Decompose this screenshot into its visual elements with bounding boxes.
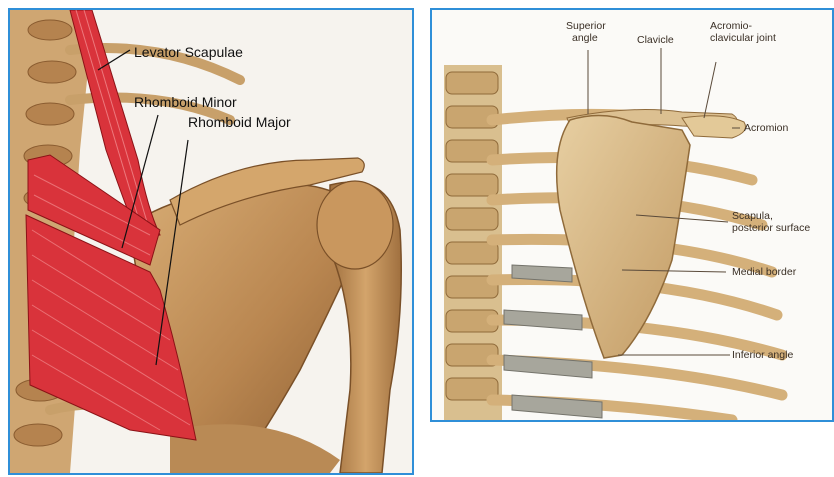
lower-bone [170,424,340,473]
rhomboid-illustration [10,10,412,473]
label-inferior-angle: Inferior angle [732,349,793,361]
label-rhomboid-minor: Rhomboid Minor [134,94,237,110]
label-rhomboid-major: Rhomboid Major [188,114,291,130]
scapula-illustration-panel: Superior angle Clavicle Acromio- clavicu… [430,8,834,422]
label-levator-scapulae: Levator Scapulae [134,44,243,60]
label-medial-border: Medial border [732,266,796,278]
label-scapula-line2: posterior surface [732,222,810,234]
rhomboid-illustration-panel: Levator Scapulae Rhomboid Minor Rhomboid… [8,8,414,475]
label-superior-angle-line1: Superior [566,20,606,32]
label-superior-angle-line2: angle [572,32,598,44]
label-acromioclavicular-line1: Acromio- [710,20,752,32]
label-acromioclavicular-line2: clavicular joint [710,32,776,44]
label-scapula-line1: Scapula, [732,210,773,222]
label-acromion: Acromion [744,122,788,134]
humeral-head [317,181,393,269]
label-clavicle: Clavicle [637,34,674,46]
acromion [682,116,746,138]
